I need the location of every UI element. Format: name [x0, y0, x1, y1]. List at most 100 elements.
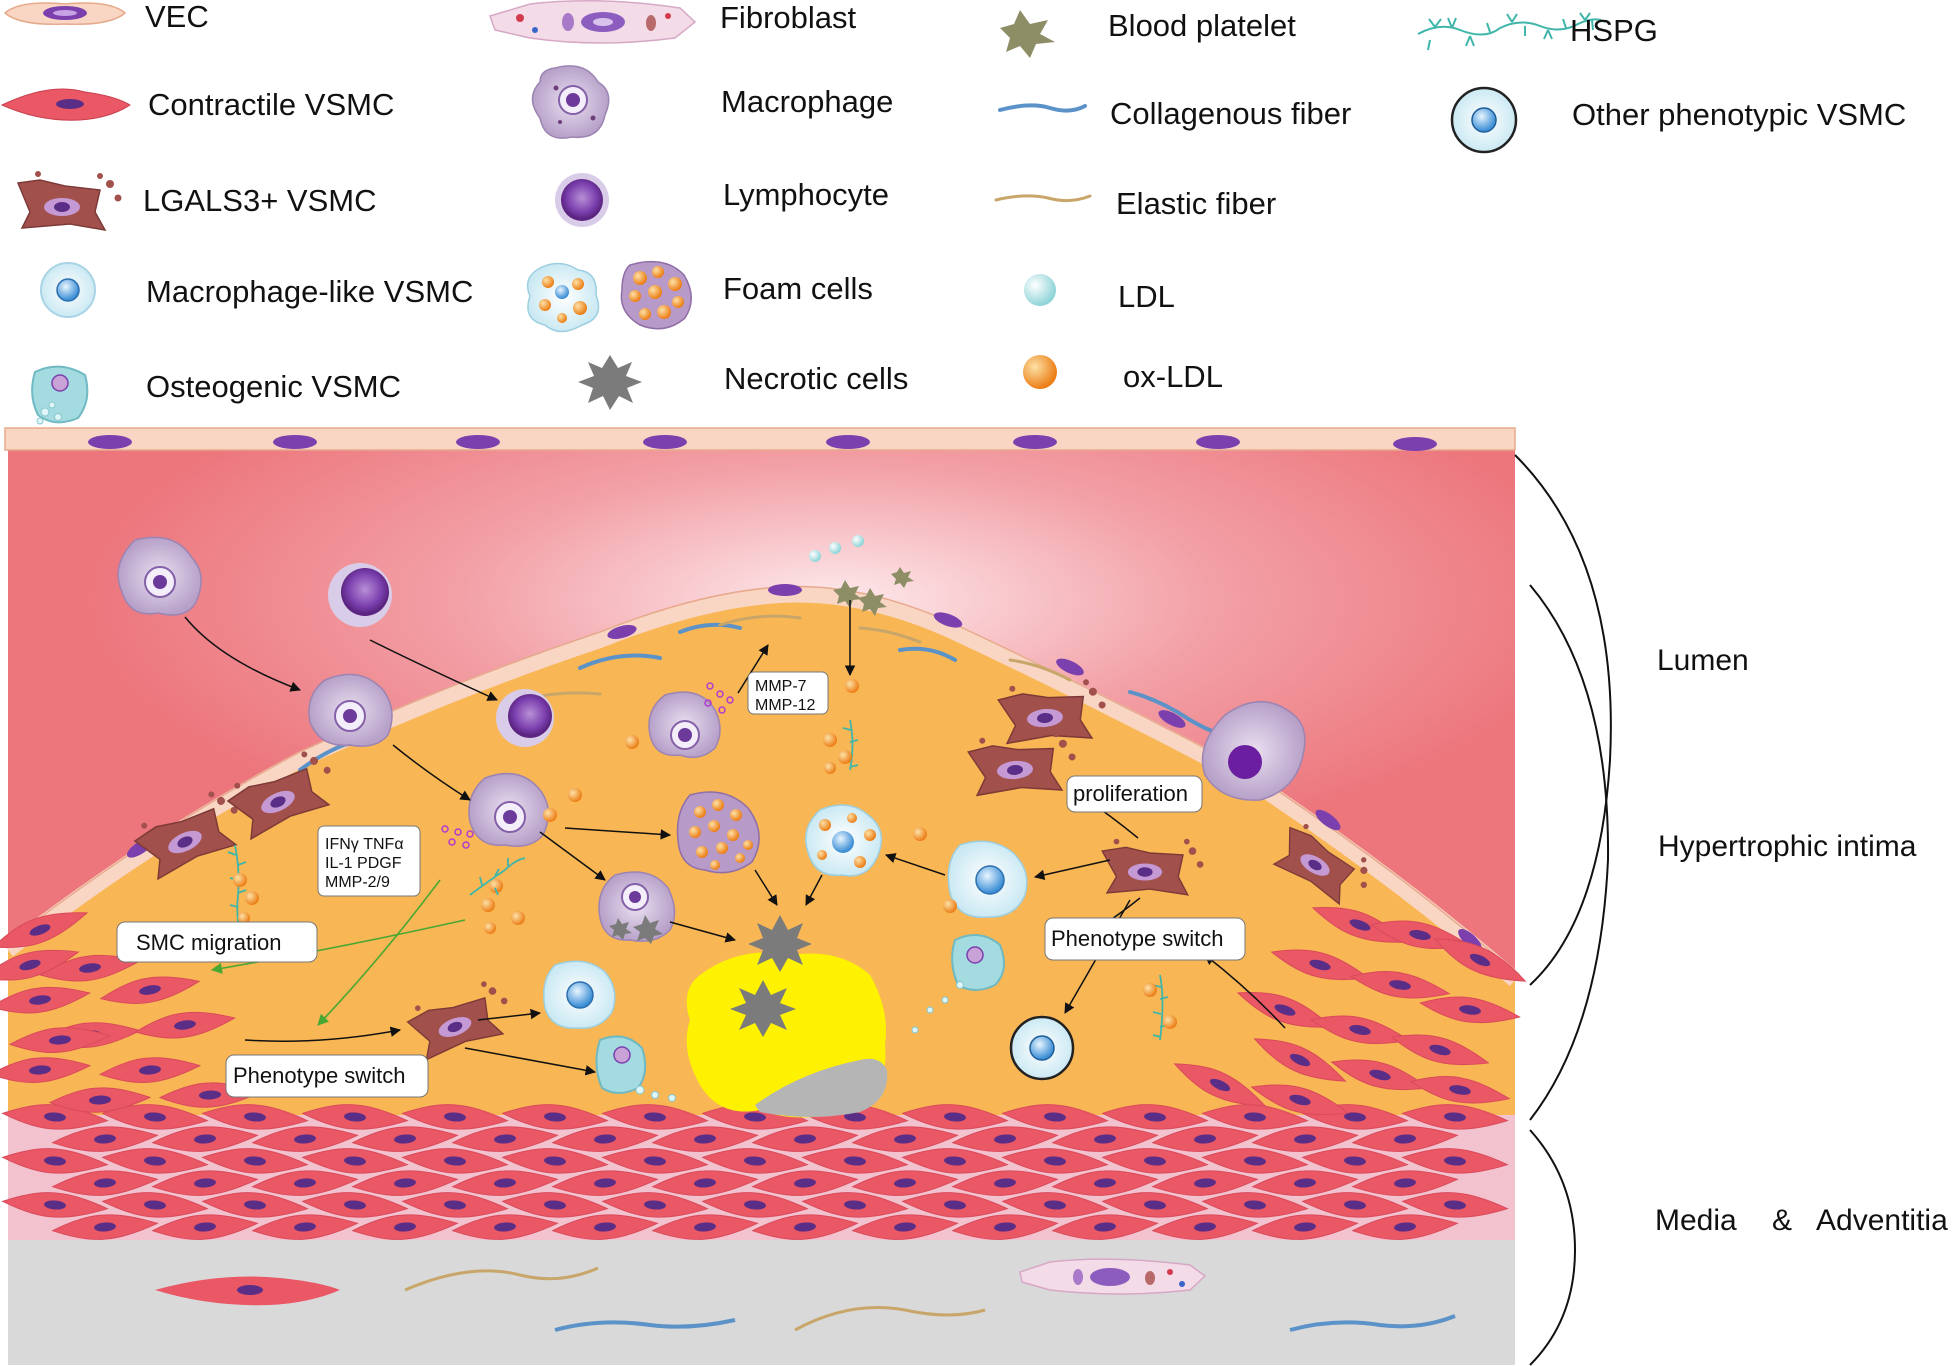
contractile-vsmc — [0, 912, 89, 948]
legend-label: Elastic fiber — [1116, 186, 1276, 221]
contractile-vsmc — [1251, 1214, 1359, 1240]
contractile-vsmc — [1, 1192, 109, 1218]
contractile-vsmc — [851, 1126, 959, 1152]
region-label-lumen: Lumen — [1657, 644, 1749, 677]
contractile-vsmc — [1151, 1126, 1259, 1152]
lgals3-vsmc — [1101, 838, 1204, 896]
contractile-vsmc — [1351, 1214, 1459, 1240]
legend-ox-ldl: ox-LDL — [1023, 355, 1223, 394]
contractile-vsmc — [301, 1192, 409, 1218]
vessel-cross-section: MMP-7 MMP-12 proliferation IFNγ TNFα IL-… — [0, 427, 1948, 1366]
legend-blood-platelet: Blood platelet — [1000, 8, 1296, 58]
intima-macrophage-3 — [648, 691, 721, 759]
contractile-vsmc — [101, 1148, 209, 1174]
contractile-vsmc — [201, 1192, 309, 1218]
adventitia-content — [155, 1258, 1456, 1332]
macrophage-icon — [531, 65, 610, 139]
legend-label: Lymphocyte — [723, 177, 889, 212]
contractile-vsmc — [801, 1192, 909, 1218]
contractile-vsmc — [701, 1192, 809, 1218]
legend-label: Macrophage-like VSMC — [146, 274, 473, 309]
contractile-vsmc — [1251, 1170, 1359, 1196]
contractile-vsmc — [1251, 1126, 1359, 1152]
contractile-vsmc — [0, 1057, 92, 1084]
lumen-ldl-particles — [809, 535, 864, 562]
macrophage-like-vsmc-icon — [40, 262, 96, 318]
contractile-vsmc — [151, 1126, 259, 1152]
contractile-vsmc — [901, 1104, 1009, 1130]
contractile-vsmc — [51, 1214, 159, 1240]
collagen-fiber-icon — [998, 103, 1087, 113]
phenotype-switch-left-label: Phenotype switch — [233, 1063, 405, 1088]
contractile-vsmc — [1351, 1126, 1459, 1152]
contractile-vsmc — [101, 1104, 209, 1130]
mmp12-label: MMP-12 — [755, 697, 816, 714]
smc-migration-label: SMC migration — [136, 930, 281, 955]
contractile-vsmc — [1433, 938, 1527, 982]
contractile-vsmc — [601, 1148, 709, 1174]
contractile-vsmc — [501, 1192, 609, 1218]
proliferation-box: proliferation — [1066, 775, 1203, 813]
intima-foam-cell-pale — [805, 804, 883, 877]
contractile-vsmc — [701, 1148, 809, 1174]
contractile-vsmc — [1101, 1192, 1209, 1218]
mmp-dots — [441, 682, 734, 849]
intima-other-vsmc — [1009, 1015, 1075, 1081]
contractile-vsmc — [1253, 1038, 1347, 1082]
intima-vsmc-right — [1173, 907, 1527, 1116]
lgals3-vsmc — [997, 679, 1106, 745]
intima-osteogenic-vsmc-left — [595, 1035, 676, 1102]
contractile-vsmc — [1401, 1192, 1509, 1218]
contractile-vsmc — [134, 1011, 236, 1039]
legend-label: Other phenotypic VSMC — [1572, 97, 1906, 132]
contractile-vsmc — [251, 1170, 359, 1196]
cytokine-line3: MMP-2/9 — [325, 874, 390, 891]
contractile-vsmc — [1349, 971, 1451, 999]
osteogenic-vsmc-icon — [31, 365, 89, 425]
contractile-vsmc — [151, 1214, 259, 1240]
contractile-vsmc — [351, 1214, 459, 1240]
legend-label: Blood platelet — [1108, 8, 1296, 43]
legend-label: LDL — [1118, 279, 1175, 314]
intima-macrophage-like-vsmc-right — [947, 840, 1028, 919]
contractile-vsmc — [1051, 1170, 1159, 1196]
intima-vsmc-left — [0, 912, 262, 1113]
legend-label: Collagenous fiber — [1110, 96, 1351, 131]
contractile-vsmc — [0, 949, 80, 981]
region-label-adventitia: Adventitia — [1816, 1204, 1948, 1237]
contractile-vsmc — [951, 1214, 1059, 1240]
contractile-vsmc — [751, 1214, 859, 1240]
legend: VEC Contractile VSMC LGALS3+ VSMC — [0, 0, 1906, 425]
contractile-vsmc — [1301, 1148, 1409, 1174]
contractile-vsmc — [351, 1170, 459, 1196]
contractile-vsmc — [501, 1148, 609, 1174]
cytokine-line1: IFNγ TNFα — [325, 836, 404, 853]
region-label-media: Media — [1655, 1204, 1737, 1237]
legend-label: Contractile VSMC — [148, 87, 394, 122]
contractile-vsmc — [851, 1214, 959, 1240]
phenotype-switch-right-box: Phenotype switch — [1044, 917, 1246, 961]
contractile-vsmc — [1419, 996, 1521, 1024]
contractile-vsmc — [151, 1170, 259, 1196]
contractile-vsmc — [1201, 1148, 1309, 1174]
other-vsmc-icon — [1450, 86, 1518, 154]
fibroblast-icon — [489, 0, 697, 44]
necrotic-cell-icon — [578, 355, 642, 410]
lgals3-vsmc-icon — [16, 171, 122, 232]
contractile-vsmc — [1151, 1170, 1259, 1196]
contractile-vsmc — [351, 1126, 459, 1152]
contractile-vsmc — [201, 1104, 309, 1130]
region-brackets — [1514, 454, 1612, 1366]
contractile-vsmc — [951, 1126, 1059, 1152]
intima-macrophage-1 — [308, 673, 393, 747]
elastic-fiber-icon — [994, 194, 1092, 203]
contractile-vsmc — [1301, 1192, 1409, 1218]
legend-osteogenic-vsmc: Osteogenic VSMC — [31, 365, 401, 425]
platelet-icon — [1000, 10, 1055, 58]
contractile-vsmc — [651, 1214, 759, 1240]
foam-cell-icon — [526, 260, 692, 333]
smc-migration-box: SMC migration — [116, 921, 318, 963]
contractile-vsmc — [1201, 1192, 1309, 1218]
cytokine-box: IFNγ TNFα IL-1 PDGF MMP-2/9 — [317, 825, 421, 897]
contractile-vsmc — [1001, 1192, 1109, 1218]
